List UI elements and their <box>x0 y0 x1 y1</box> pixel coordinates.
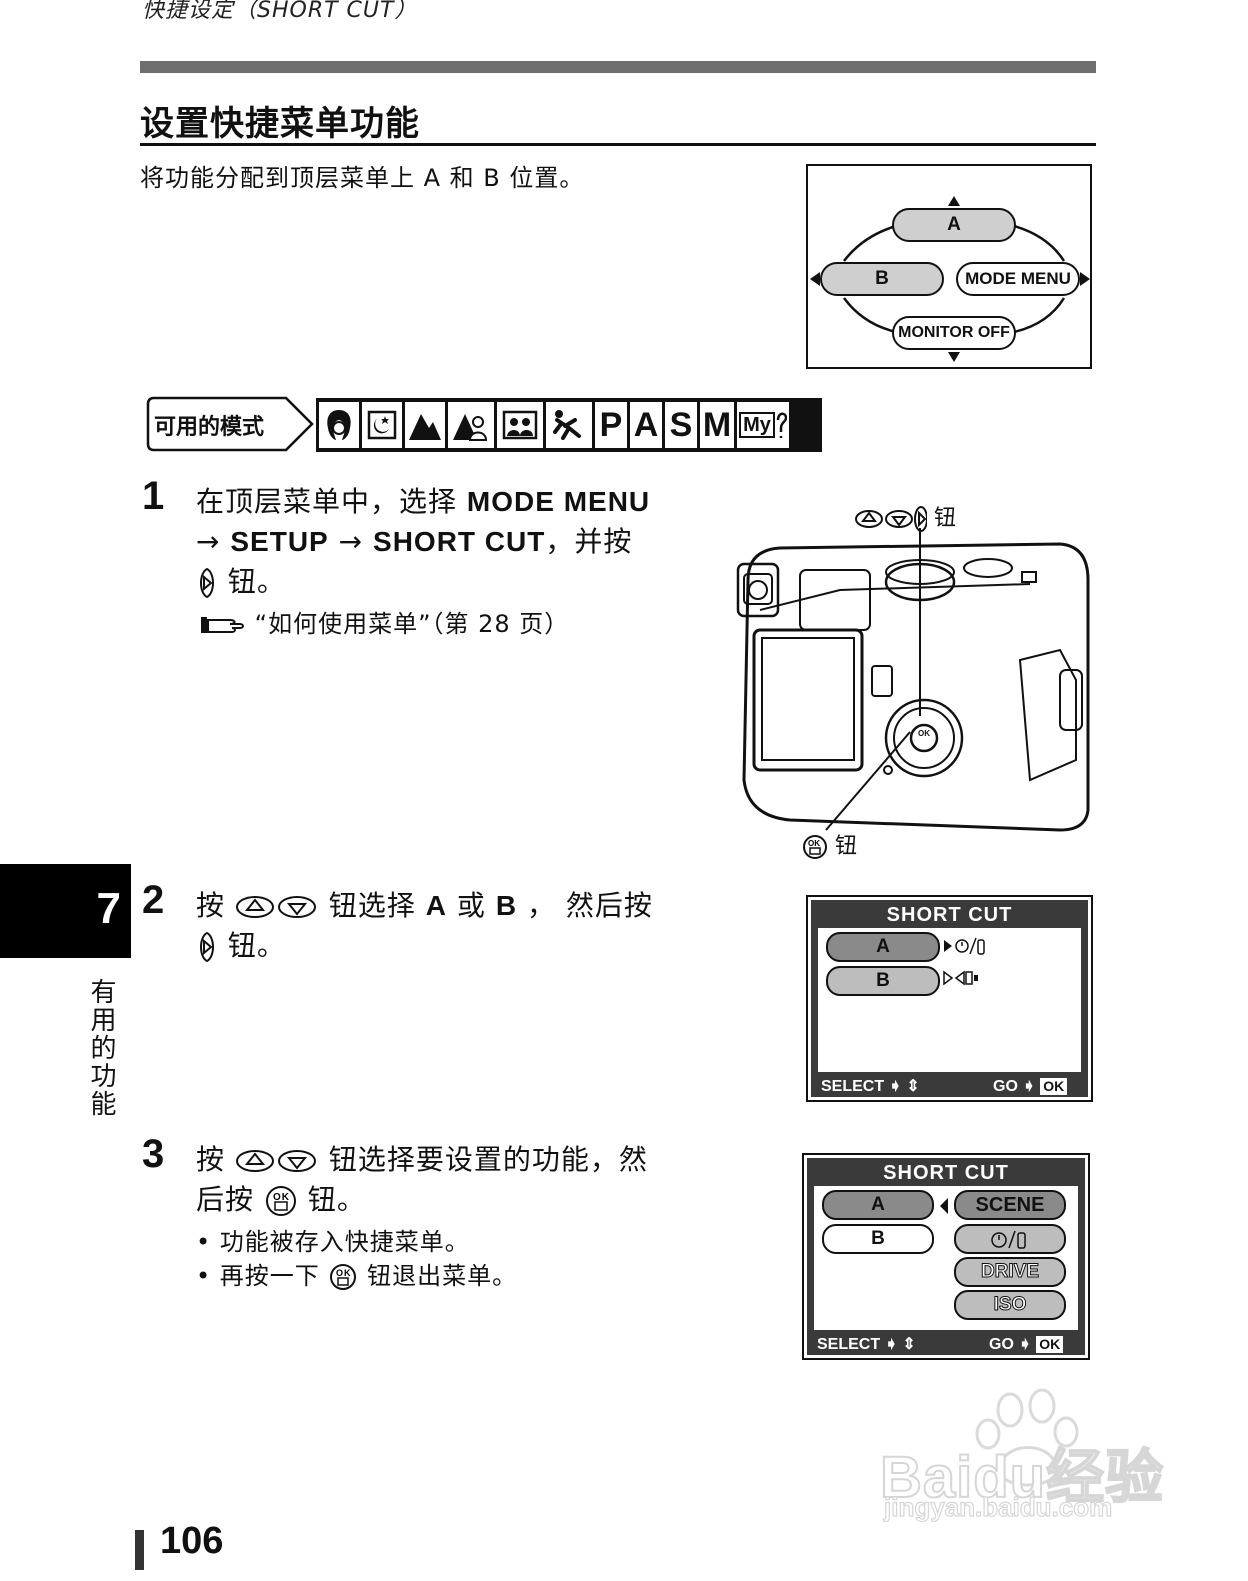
menu-arc-lines <box>810 196 1090 362</box>
sports-icon <box>546 402 592 448</box>
option-iso: ISO <box>954 1290 1066 1320</box>
monitor-off-option: MONITOR OFF <box>892 316 1016 350</box>
chapter-tab: 7 <box>0 864 131 958</box>
title-underline <box>140 143 1096 146</box>
screen-2-footer-go: GO ➧ OK <box>989 1334 1064 1354</box>
reference-hand-icon <box>201 617 244 633</box>
step-2-number: 2 <box>142 878 165 922</box>
landscape-icon <box>405 402 445 448</box>
step-1-reference: “如何使用菜单”（第 28 页） <box>200 604 569 639</box>
portrait-icon <box>319 402 359 448</box>
step-3-text: 按 钮选择要设置的功能，然 后按 OK 钮。 <box>196 1143 648 1216</box>
self-portrait-icon <box>497 402 543 448</box>
running-header: 快捷设定（SHORT CUT） <box>142 0 418 23</box>
night-scene-icon <box>362 402 402 448</box>
ok-menu-button-icon: OK <box>803 835 827 859</box>
page-number: 106 <box>160 1520 224 1562</box>
section-title: 设置快捷菜单功能 <box>140 104 420 144</box>
mode-menu-option: MODE MENU <box>956 262 1080 296</box>
baidu-paw-logo <box>975 1388 1079 1487</box>
screen-1-option-b: B <box>826 966 940 996</box>
svg-text:OK: OK <box>336 1268 352 1278</box>
up-down-right-buttons-icon <box>855 506 927 532</box>
screen-2-title: SHORT CUT <box>883 1162 1009 1184</box>
step-1-number: 1 <box>142 474 165 518</box>
ok-button-callout: OK 钮 <box>802 828 857 860</box>
screen-1-footer-select: SELECT ➧ ⇕ <box>821 1078 920 1095</box>
chapter-label: 有用的功能 <box>86 978 116 1118</box>
option-scene: SCENE <box>954 1190 1066 1220</box>
menu-a-option: A <box>892 208 1016 242</box>
right-arrow-button-icon <box>200 931 214 963</box>
right-arrow-button-icon <box>200 567 214 599</box>
up-down-buttons-icon <box>235 896 316 918</box>
selection-pointer-icon <box>940 1198 948 1214</box>
screen-2-footer-select: SELECT ➧ ⇕ <box>817 1336 916 1353</box>
arrow-buttons-callout: 钮 <box>855 500 956 532</box>
up-down-buttons-icon <box>235 1150 316 1172</box>
camera-illustration: OK <box>736 528 1090 832</box>
short-cut-screen-2: SHORT CUT A B SCENE DRIVE ISO SELECT ➧ ⇕… <box>802 1153 1090 1360</box>
screen-1-footer-go: GO ➧ OK <box>993 1076 1068 1096</box>
screen-1-option-a: A <box>826 932 940 962</box>
mode-m: M <box>700 402 734 448</box>
camera-ok-text: OK <box>918 729 930 738</box>
screen-2-option-a: A <box>822 1190 934 1220</box>
short-cut-screen-1: SHORT CUT A B SELECT ➧ ⇕ GO ➧ OK <box>806 895 1093 1102</box>
ok-menu-button-icon: OK <box>265 1186 296 1216</box>
watermark-url: jingyan.baidu.com <box>883 1491 1113 1522</box>
step-3-bullet-2: • 再按一下 OK 钮退出菜单。 <box>196 1262 518 1290</box>
landscape-portrait-icon <box>448 402 494 448</box>
option-drive: DRIVE <box>954 1257 1066 1287</box>
intro-text: 将功能分配到顶层菜单上 A 和 B 位置。 <box>140 164 585 192</box>
screen-2-option-b: B <box>822 1224 934 1254</box>
svg-text:OK: OK <box>808 839 820 848</box>
mode-a: A <box>630 402 662 448</box>
svg-text:OK: OK <box>273 1192 290 1203</box>
option-self-timer <box>954 1224 1066 1254</box>
header-rule <box>140 61 1096 73</box>
modes-strip: P A S M My <box>316 398 822 452</box>
ok-menu-button-icon: OK <box>330 1264 357 1290</box>
step-3-bullet-1: • 功能被存入快捷菜单。 <box>196 1228 470 1256</box>
screen-1-title: SHORT CUT <box>886 904 1013 926</box>
step-3-number: 3 <box>142 1132 165 1176</box>
my-mode-icon: My <box>737 402 789 448</box>
screen-1-assignments <box>943 937 985 986</box>
step-1-text: 在顶层菜单中，选择 MODE MENU → SETUP → SHORT CUT，… <box>196 485 651 599</box>
top-menu-diagram: A B MODE MENU MONITOR OFF <box>806 164 1092 369</box>
page-number-marker <box>135 1530 144 1570</box>
watermark-brand: Baidu经验 <box>879 1444 1165 1511</box>
mode-s: S <box>665 402 697 448</box>
available-modes-label: 可用的模式 <box>146 396 314 452</box>
mode-p: P <box>595 402 627 448</box>
step-2-text: 按 钮选择 A 或 B ， 然后按 钮。 <box>196 889 653 963</box>
menu-b-option: B <box>820 262 944 296</box>
baidu-watermark: Baidu经验 jingyan.baidu.com <box>879 1380 1170 1523</box>
